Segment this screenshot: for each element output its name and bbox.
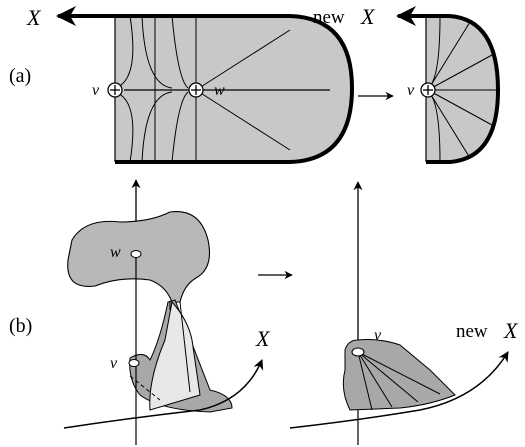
ray-r-4 bbox=[427, 89, 493, 126]
point-v-bottom-left bbox=[128, 359, 140, 367]
label-panel-b: (b) bbox=[9, 315, 32, 337]
ray-w-1 bbox=[195, 29, 291, 91]
ray-b-right-2 bbox=[357, 351, 393, 408]
label-new-top: new bbox=[313, 7, 345, 28]
label-new-x-bottom: X bbox=[503, 318, 519, 343]
ray-b-right-4 bbox=[357, 351, 441, 395]
panel-a: X (a) v w new X v bbox=[9, 4, 501, 164]
point-v-top-right bbox=[420, 82, 436, 98]
ray-w-2 bbox=[195, 89, 291, 151]
label-x-bottom-left: X bbox=[255, 326, 271, 351]
sheet-inner-line bbox=[179, 301, 191, 393]
ray-r-5 bbox=[427, 89, 471, 159]
label-v-bottom-left: v bbox=[110, 355, 118, 372]
label-panel-a: (a) bbox=[9, 65, 31, 87]
x-curve-bottom-right bbox=[289, 351, 509, 429]
x-curve-bottom-left bbox=[63, 359, 264, 429]
label-new-bottom: new bbox=[456, 321, 488, 342]
x-arrow-top-left bbox=[115, 14, 355, 164]
label-v-top-left: v bbox=[92, 82, 100, 99]
label-v-top-right: v bbox=[407, 82, 415, 99]
curve-w-1 bbox=[171, 15, 189, 89]
point-w-top-left bbox=[188, 82, 204, 98]
ray-b-right-3 bbox=[357, 351, 419, 403]
panel-b: w (b) v X v new X bbox=[9, 179, 519, 445]
label-w-bottom-left: w bbox=[110, 244, 121, 261]
sheet-b-left-light bbox=[149, 300, 201, 411]
sheet-b-right bbox=[342, 339, 456, 411]
region-a-left bbox=[115, 15, 352, 162]
label-v-bottom-right: v bbox=[374, 327, 382, 344]
point-v-top-left bbox=[107, 82, 123, 98]
label-w-top-left: w bbox=[214, 82, 225, 99]
ray-r-2 bbox=[427, 54, 493, 91]
label-x-top-left: X bbox=[26, 5, 42, 30]
point-v-bottom-right bbox=[351, 347, 365, 357]
curve-w-2 bbox=[171, 91, 189, 163]
ray-b-right-1 bbox=[357, 351, 373, 411]
point-w-bottom-left bbox=[130, 250, 142, 258]
ray-r-1 bbox=[427, 21, 471, 91]
curve-v-4 bbox=[141, 91, 173, 163]
region-a-right bbox=[426, 15, 498, 162]
curve-v-3 bbox=[141, 15, 173, 89]
label-new-x-top: X bbox=[360, 4, 376, 29]
